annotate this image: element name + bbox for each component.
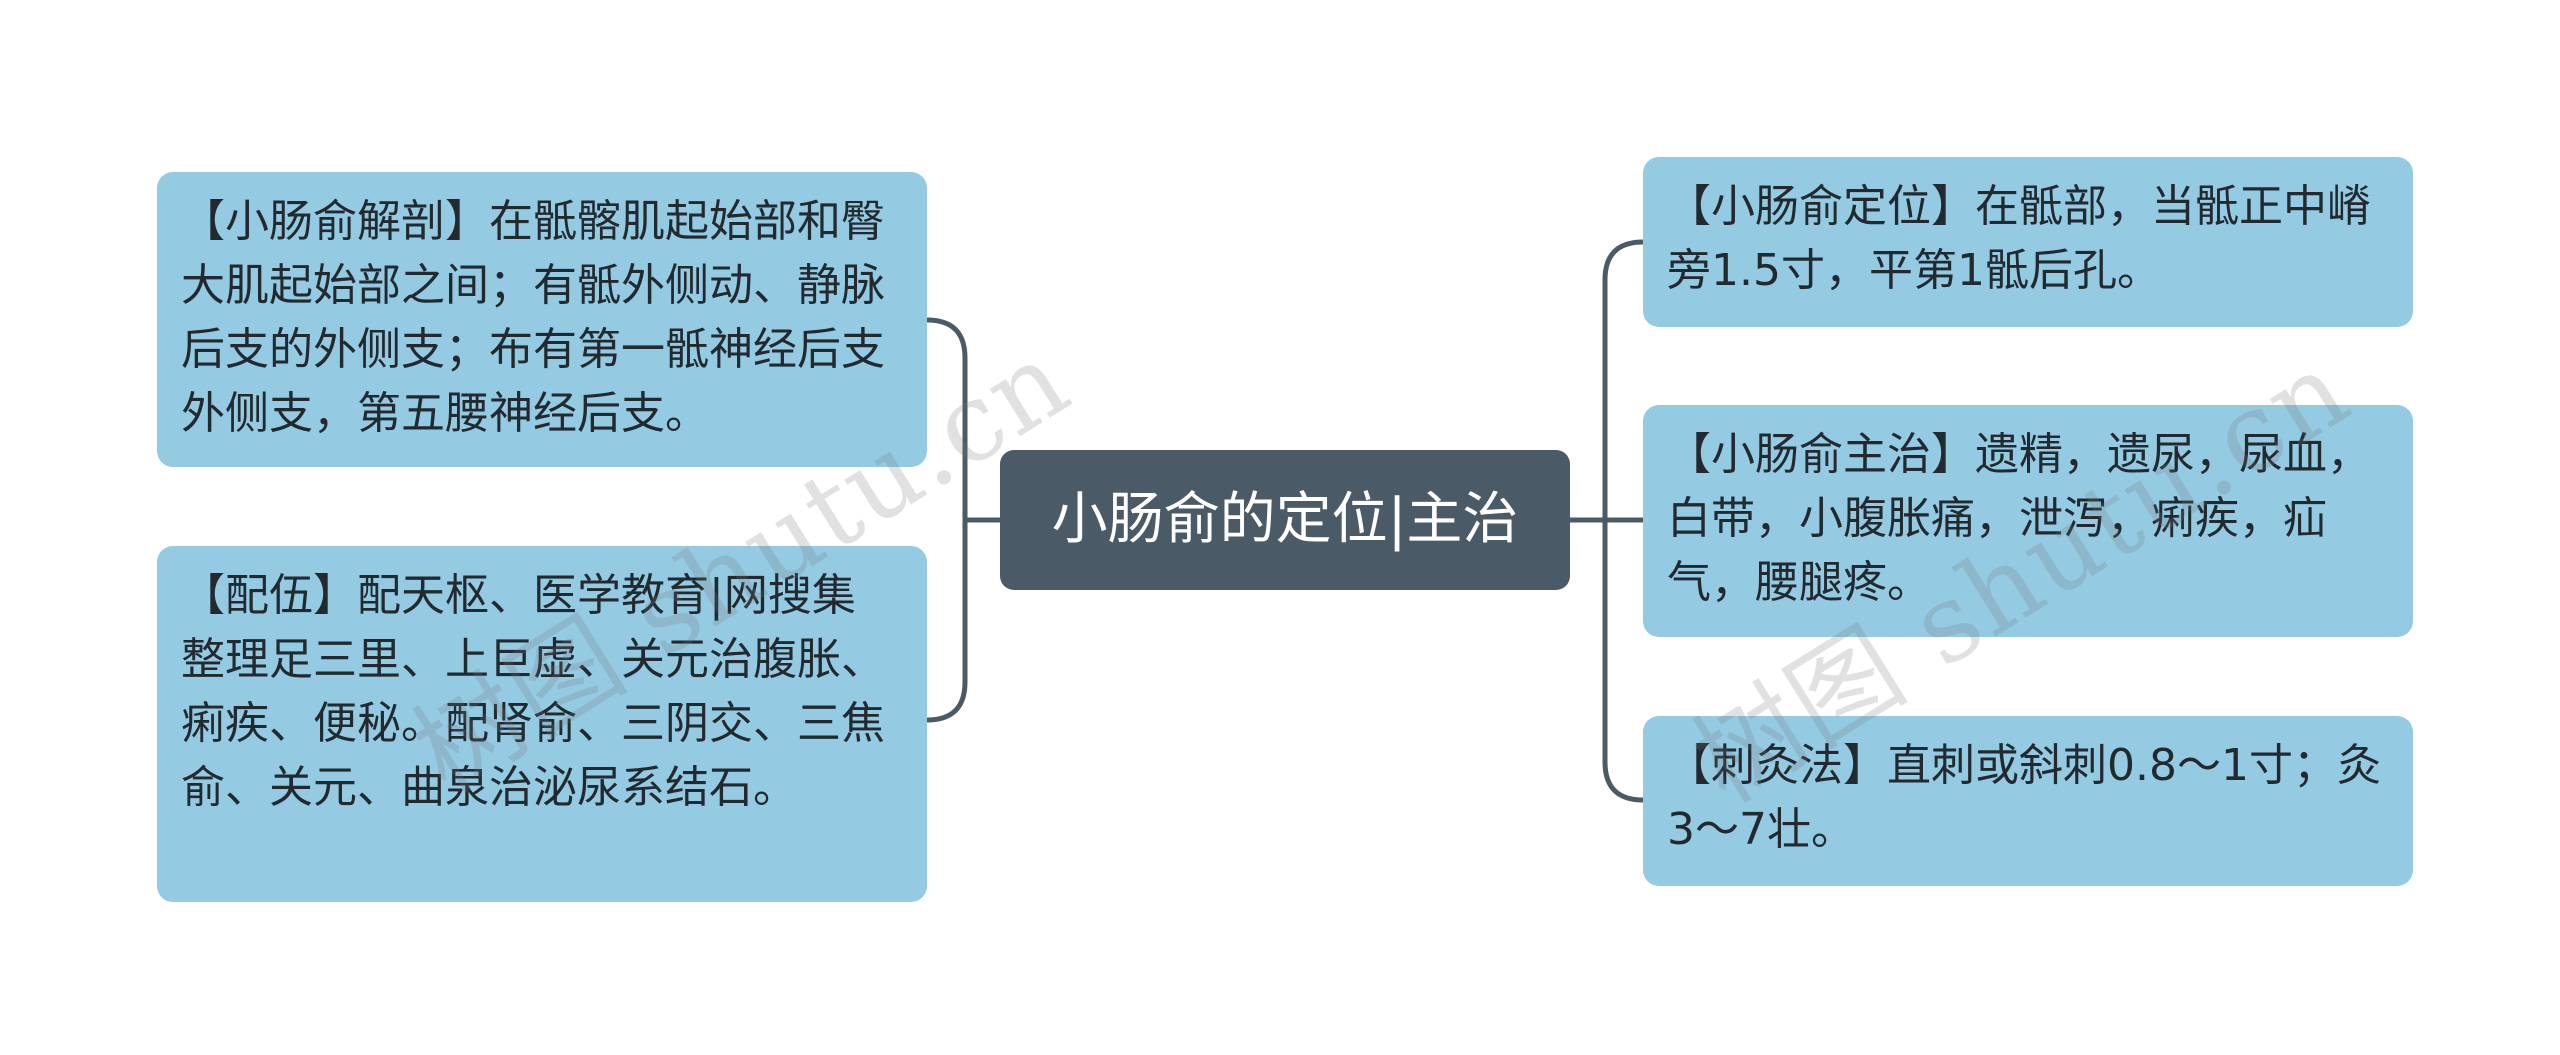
node-compatibility[interactable]: 【配伍】配天枢、医学教育|网搜集整理足三里、上巨虚、关元治腹胀、痢疾、便秘。配肾… xyxy=(157,546,927,902)
node-indications[interactable]: 【小肠俞主治】遗精，遗尿，尿血，白带，小腹胀痛，泄泻，痢疾，疝气，腰腿疼。 xyxy=(1643,405,2413,637)
node-compatibility-text: 【配伍】配天枢、医学教育|网搜集整理足三里、上巨虚、关元治腹胀、痢疾、便秘。配肾… xyxy=(181,570,885,813)
node-acupuncture-method[interactable]: 【刺灸法】直刺或斜刺0.8～1寸；灸3～7壮。 xyxy=(1643,716,2413,886)
node-anatomy[interactable]: 【小肠俞解剖】在骶髂肌起始部和臀大肌起始部之间；有骶外侧动、静脉后支的外侧支；布… xyxy=(157,172,927,467)
connector-left-bracket xyxy=(926,317,968,723)
node-indications-text: 【小肠俞主治】遗精，遗尿，尿血，白带，小腹胀痛，泄泻，痢疾，疝气，腰腿疼。 xyxy=(1667,429,2371,608)
root-node-label: 小肠俞的定位|主治 xyxy=(1051,487,1519,552)
node-location[interactable]: 【小肠俞定位】在骶部，当骶正中嵴旁1.5寸，平第1骶后孔。 xyxy=(1643,157,2413,327)
root-node[interactable]: 小肠俞的定位|主治 xyxy=(1000,450,1570,590)
node-anatomy-text: 【小肠俞解剖】在骶髂肌起始部和臀大肌起始部之间；有骶外侧动、静脉后支的外侧支；布… xyxy=(181,196,885,439)
node-acupuncture-method-text: 【刺灸法】直刺或斜刺0.8～1寸；灸3～7壮。 xyxy=(1667,740,2381,855)
node-location-text: 【小肠俞定位】在骶部，当骶正中嵴旁1.5寸，平第1骶后孔。 xyxy=(1667,181,2371,296)
